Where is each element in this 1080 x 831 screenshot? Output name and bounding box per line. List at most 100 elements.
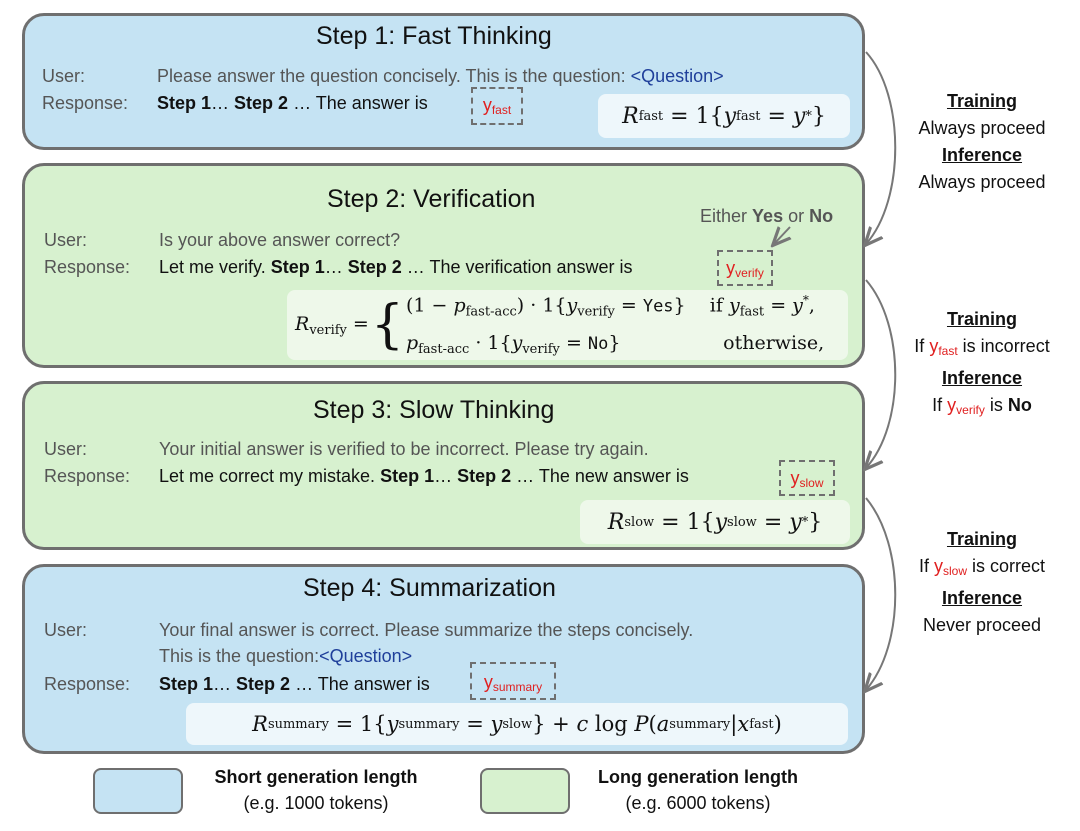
rule-var-sub: fast: [938, 344, 958, 358]
inference-heading: Inference: [941, 145, 1023, 165]
ellipsis: …: [434, 466, 453, 486]
side-note-step2: Training If yfast is incorrect Inference…: [892, 306, 1072, 424]
step3-user-text: Your initial answer is verified to be in…: [159, 439, 649, 459]
rule-suffix: is correct: [972, 556, 1046, 576]
rule-prefix: If: [914, 336, 925, 356]
step3-response-text: Let me correct my mistake. Step 1… Step …: [159, 466, 689, 487]
step1-user-text: Please answer the question concisely. Th…: [157, 66, 724, 87]
step3-step2-bold: Step 2: [457, 466, 512, 486]
rule-no: No: [1007, 395, 1032, 415]
step3-lead: Let me correct my mistake.: [159, 466, 376, 486]
step3-title: Step 3: Slow Thinking: [313, 396, 555, 424]
step4-step1-bold: Step 1: [159, 674, 214, 694]
step1-step2-bold: Step 2: [234, 93, 289, 113]
legend-short-title: Short generation length: [214, 767, 418, 787]
step1-response-text: Step 1… Step 2 … The answer is: [157, 93, 428, 114]
legend-short: Short generation length (e.g. 1000 token…: [186, 764, 446, 816]
hint-no: No: [809, 206, 834, 226]
legend-long-title: Long generation length: [598, 767, 798, 787]
hint-yes: Yes: [752, 206, 784, 226]
rule-prefix: If: [918, 556, 929, 576]
answer-box-summary: ysummary: [470, 662, 556, 700]
rule-var: yslow: [934, 556, 967, 578]
step1-user-label: User:: [42, 66, 86, 86]
step4-user-text2: This is the question:<Question>: [159, 646, 412, 667]
inference-rule: If yverify is No: [892, 392, 1072, 424]
rule-suffix: is incorrect: [962, 336, 1050, 356]
training-rule: If yslow is correct: [892, 553, 1072, 585]
training-rule: Always proceed: [918, 118, 1046, 138]
rule-var: yverify: [947, 395, 985, 417]
step4-response-label: Response:: [44, 674, 131, 694]
inference-rule: Never proceed: [922, 615, 1042, 635]
rule-prefix: If: [932, 395, 943, 415]
step2-response-tail: … The verification answer is: [401, 257, 633, 277]
step1-response-tail: … The answer is: [288, 93, 428, 113]
step2-lead: Let me verify.: [159, 257, 266, 277]
step2-step2-bold: Step 2: [347, 257, 402, 277]
inference-heading: Inference: [941, 588, 1023, 608]
step2-user-label: User:: [44, 230, 88, 250]
step4-response-tail: … The answer is: [290, 674, 430, 694]
legend-long-swatch: [480, 768, 570, 814]
answer-var: y: [790, 468, 800, 488]
ellipsis: …: [213, 674, 232, 694]
legend-long-sub: (e.g. 6000 tokens): [625, 793, 771, 813]
step2-response-text: Let me verify. Step 1… Step 2 … The veri…: [159, 257, 633, 278]
step4-step2-bold: Step 2: [236, 674, 291, 694]
step1-user-prompt: Please answer the question concisely. Th…: [157, 66, 626, 86]
inference-rule: Always proceed: [918, 172, 1046, 192]
step3-response-tail: … The new answer is: [511, 466, 689, 486]
legend-long: Long generation length (e.g. 6000 tokens…: [568, 764, 828, 816]
training-heading: Training: [946, 529, 1017, 549]
step4-user-text2-prefix: This is the question:: [159, 646, 320, 666]
answer-sub: slow: [799, 476, 824, 490]
step1-step1-bold: Step 1: [157, 93, 212, 113]
step3-step1-bold: Step 1: [380, 466, 435, 486]
training-heading: Training: [946, 309, 1017, 329]
step1-title: Step 1: Fast Thinking: [316, 22, 552, 50]
answer-var: y: [482, 95, 492, 115]
step2-title: Step 2: Verification: [327, 185, 536, 213]
rule-var-letter: y: [929, 336, 939, 356]
question-tag: <Question>: [319, 646, 413, 666]
legend-short-sub: (e.g. 1000 tokens): [243, 793, 389, 813]
step3-user-label: User:: [44, 439, 88, 459]
step4-response-text: Step 1… Step 2 … The answer is: [159, 674, 430, 695]
legend-short-swatch: [93, 768, 183, 814]
hint-prefix: Either: [700, 206, 748, 226]
step4-title: Step 4: Summarization: [303, 574, 556, 602]
side-note-step1: Training Always proceed Inference Always…: [892, 88, 1072, 196]
answer-box-fast: yfast: [471, 87, 523, 125]
training-rule: If yfast is incorrect: [892, 333, 1072, 365]
rule-var-letter: y: [947, 395, 957, 415]
side-note-step3: Training If yslow is correct Inference N…: [892, 526, 1072, 639]
answer-var: y: [483, 672, 493, 692]
question-tag: <Question>: [630, 66, 724, 86]
ellipsis: …: [324, 257, 343, 277]
step1-box: [22, 13, 865, 150]
arrow-step2-to-step3: [866, 279, 897, 468]
hint-or: or: [788, 206, 805, 226]
ellipsis: …: [211, 93, 230, 113]
answer-box-verify: yverify: [717, 250, 773, 286]
answer-box-slow: yslow: [779, 460, 835, 496]
verify-hint: Either Yes or No: [700, 206, 833, 227]
inference-heading: Inference: [941, 368, 1023, 388]
training-heading: Training: [946, 91, 1017, 111]
rule-var-sub: slow: [942, 564, 967, 578]
step2-response-label: Response:: [44, 257, 131, 277]
arrow-step1-to-step2: [866, 51, 897, 244]
answer-sub: fast: [491, 103, 512, 117]
rule-suffix: is: [989, 395, 1003, 415]
reward-verify-formula: Rverify = { (1 − pfast-acc) · 1{yverify …: [287, 290, 848, 360]
step4-user-text: Your final answer is correct. Please sum…: [159, 620, 694, 640]
rule-var: yfast: [929, 336, 958, 358]
step4-user-label: User:: [44, 620, 88, 640]
step3-response-label: Response:: [44, 466, 131, 486]
step2-step1-bold: Step 1: [270, 257, 325, 277]
arrow-step3-to-step4: [866, 497, 897, 690]
